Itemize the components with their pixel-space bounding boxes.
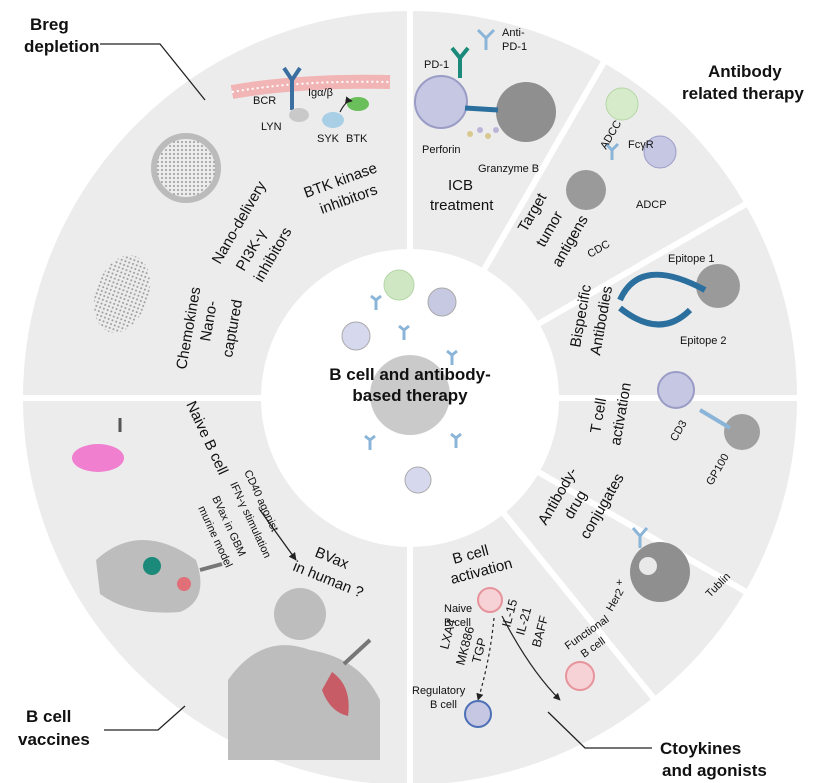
tcell-cd3-cell-icon bbox=[657, 371, 695, 409]
arrow-to-functional bbox=[501, 615, 561, 701]
nano-capture-mesh-icon bbox=[93, 255, 151, 333]
label-naive2: B cell bbox=[444, 617, 471, 629]
bispecific-tumor-icon bbox=[696, 264, 740, 308]
vaccine-arrow bbox=[259, 509, 297, 561]
breg-title-line1: Breg bbox=[30, 15, 69, 34]
cytokines-leader-line bbox=[547, 711, 652, 749]
human-syringe-icon bbox=[342, 638, 372, 666]
label-icb1: ICB bbox=[448, 177, 473, 194]
anti-pd1-antibody-icon bbox=[476, 28, 496, 50]
adc-antibody-icon bbox=[631, 527, 649, 548]
arrow-to-regulatory bbox=[476, 617, 495, 701]
label-reg2: B cell bbox=[430, 699, 457, 711]
macrophage-icon bbox=[643, 135, 677, 169]
label-granzyme: Granzyme B bbox=[478, 163, 539, 175]
human-head-icon bbox=[274, 588, 326, 640]
label-bcr: BCR bbox=[253, 95, 276, 107]
label-chem2: Nano- bbox=[197, 300, 221, 343]
center-tumor-cell bbox=[370, 355, 450, 435]
target-tumor-icon bbox=[566, 170, 606, 210]
label-lyn: LYN bbox=[261, 121, 282, 133]
label-icb2: treatment bbox=[430, 197, 494, 214]
adc-lysosome-icon bbox=[639, 557, 657, 575]
tcell-tumor-icon bbox=[724, 414, 760, 450]
tumor-injection-site-icon bbox=[177, 577, 191, 591]
syk-btk-arrow bbox=[339, 96, 353, 113]
label-btk: BTK bbox=[346, 133, 368, 145]
granule-dots bbox=[467, 127, 499, 139]
shoulder-highlight-icon bbox=[322, 672, 349, 716]
center-green-cell bbox=[383, 269, 415, 301]
nanoparticle-icon bbox=[151, 133, 221, 203]
b-cell-cluster-icon bbox=[143, 557, 161, 575]
syringe-icon bbox=[199, 562, 223, 572]
antibody-title-line2: related therapy bbox=[682, 84, 804, 103]
vaccines-title-line1: B cell bbox=[26, 707, 71, 726]
breg-leader-line bbox=[100, 43, 206, 101]
label-anti1: Anti- bbox=[502, 27, 525, 39]
label-iga: Igα/β bbox=[308, 87, 333, 99]
center-illustration: B cell and antibody- based therapy bbox=[329, 269, 491, 494]
cytokines-title-line1: Ctoykines bbox=[660, 739, 741, 758]
label-syk: SYK bbox=[317, 133, 340, 145]
cell-membrane bbox=[230, 74, 391, 99]
petri-dish-icon bbox=[72, 444, 124, 472]
pd1-antibody-icon bbox=[450, 46, 470, 78]
synapse-link bbox=[464, 105, 499, 113]
center-macrophage bbox=[427, 287, 457, 317]
center-lower-cell bbox=[404, 466, 432, 494]
t-cell-icon bbox=[414, 75, 468, 129]
btk-molecule bbox=[347, 97, 369, 111]
icb-panel-content: Anti- PD-1 PD-1 Perforin Granzyme B ICB … bbox=[414, 27, 556, 214]
breg-title-line2: depletion bbox=[24, 37, 100, 56]
nk-cell-icon bbox=[605, 87, 639, 121]
center-title-line2: based therapy bbox=[352, 386, 468, 405]
center-antibodies bbox=[364, 294, 462, 450]
label-pd1: PD-1 bbox=[424, 59, 449, 71]
tumor-cell-icon bbox=[496, 82, 556, 142]
target-antibody-icon bbox=[604, 142, 620, 160]
label-ep2: Epitope 2 bbox=[680, 335, 726, 347]
human-silhouette-icon bbox=[228, 645, 380, 760]
label-her2-sup: + bbox=[616, 577, 622, 589]
lyn-molecule bbox=[289, 108, 309, 122]
naive-b-cell-icon bbox=[477, 587, 503, 613]
vaccines-leader-line bbox=[104, 705, 186, 731]
tcell-antibody-icon bbox=[698, 408, 732, 430]
label-fcyr: FcγR bbox=[628, 139, 654, 151]
center-b-cell bbox=[341, 321, 371, 351]
functional-b-cell-icon bbox=[565, 661, 595, 691]
label-adcp: ADCP bbox=[636, 199, 667, 211]
cytokines-title-line2: and agonists bbox=[662, 761, 767, 780]
label-ep1: Epitope 1 bbox=[668, 253, 714, 265]
vaccines-title-line2: vaccines bbox=[18, 730, 90, 749]
label-tgp: TGP bbox=[469, 636, 489, 664]
antibody-title-line1: Antibody bbox=[708, 62, 782, 81]
bispecific-antibody-icon bbox=[617, 271, 707, 328]
mouse-icon bbox=[96, 540, 201, 613]
center-title-line1: B cell and antibody- bbox=[329, 365, 491, 384]
label-reg1: Regulatory bbox=[412, 685, 466, 697]
label-naive1: Naive bbox=[444, 603, 472, 615]
bcr-receptor bbox=[282, 66, 302, 110]
corner-labels: Breg depletion Antibody related therapy … bbox=[18, 15, 804, 780]
label-perforin: Perforin bbox=[422, 144, 461, 156]
label-tcell1: T cell bbox=[587, 397, 610, 435]
regulatory-b-cell-icon bbox=[464, 700, 492, 728]
adc-tumor-icon bbox=[630, 542, 690, 602]
label-anti2: PD-1 bbox=[502, 41, 527, 53]
syk-molecule bbox=[322, 112, 344, 128]
